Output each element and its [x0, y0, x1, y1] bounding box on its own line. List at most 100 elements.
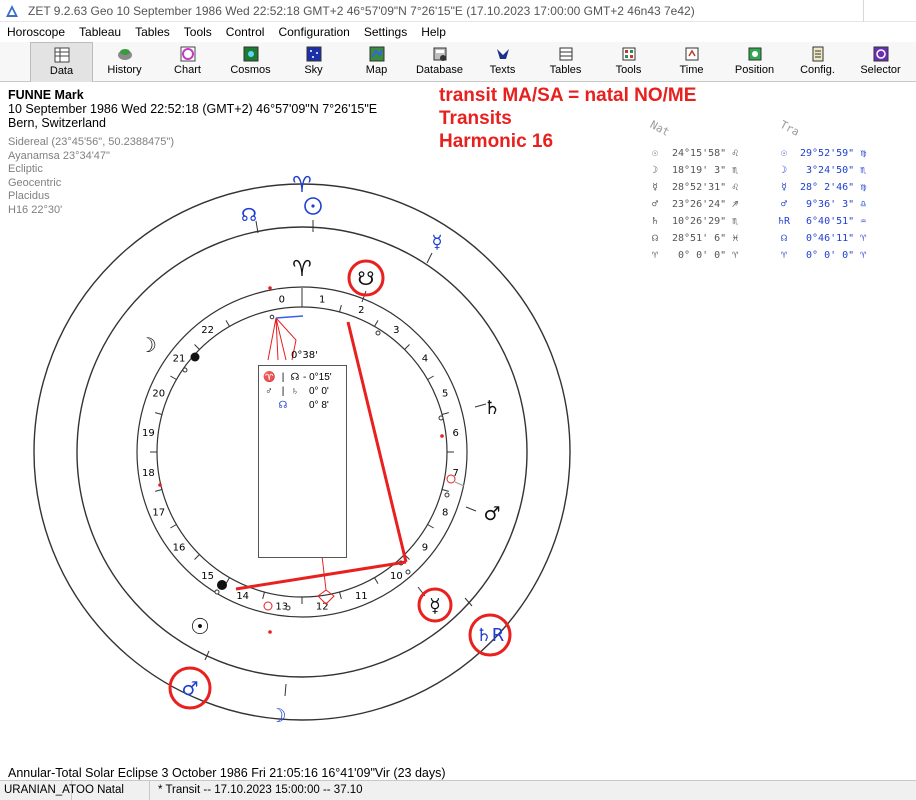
toolbar-data-button[interactable]: Data: [30, 42, 93, 82]
house-tick: [404, 344, 410, 350]
toolbar-cosmos-button[interactable]: Cosmos: [219, 42, 282, 82]
data-icon: [54, 47, 69, 63]
status-transit[interactable]: * Transit -- 17.10.2023 15:00:00 -- 37.1…: [158, 783, 363, 796]
toolbar-tools-button[interactable]: Tools: [597, 42, 660, 82]
zodiac-setting: Sidereal (23°45'56", 50.2388475"): [8, 136, 174, 148]
transit-tick: [255, 220, 259, 234]
transit-moon-icon: ☽: [780, 165, 788, 176]
natal-aries-point-icon: ♈: [651, 250, 659, 261]
toolbar-sky-button[interactable]: Sky: [282, 42, 345, 82]
midpoint-transit-node-icon: ☊: [278, 400, 288, 411]
transit-marker: [263, 601, 273, 611]
status-natal[interactable]: OO Natal: [72, 780, 150, 800]
menu-tables[interactable]: Tables: [135, 25, 170, 39]
midpoint-row: ☊ 0° 8': [259, 400, 348, 413]
natal-position: 0° 0' 0" ♈: [672, 250, 739, 261]
toolbar-tables-button[interactable]: Tables: [534, 42, 597, 82]
toolbar-texts-button[interactable]: Texts: [471, 42, 534, 82]
blue-marker-line: [275, 315, 304, 319]
transit-moon-icon: ☽: [269, 705, 286, 727]
table-row: ☊ 28°51' 6" ♓ ☊ 0°46'11" ♈: [644, 233, 884, 250]
toolbar-tools-label: Tools: [615, 64, 642, 76]
toolbar-database-button[interactable]: Database: [408, 42, 471, 82]
natal-position: 28°51' 6" ♓: [672, 233, 739, 244]
house-number: 9: [422, 542, 428, 553]
transit-position: 28° 2'46" ♍: [800, 182, 867, 193]
menu-horoscope[interactable]: Horoscope: [7, 25, 66, 39]
midpoint-mars-icon: ♂: [265, 386, 273, 397]
person-name: FUNNE Mark: [8, 88, 84, 102]
midpoint-value: 0° 8': [309, 400, 329, 411]
natal-body-marker: [182, 367, 188, 373]
toolbar: Data History Chart Cosmos Sky Map Databa…: [0, 42, 916, 82]
house-number: 8: [442, 507, 448, 518]
natal-aries-icon: ♈: [292, 257, 312, 282]
annotation-heading-transits: Transits: [439, 108, 512, 129]
toolbar-time-button[interactable]: Time: [660, 42, 723, 82]
house-tick: [374, 577, 379, 584]
toolbar-history-button[interactable]: History: [93, 42, 156, 82]
house-number: 14: [236, 591, 249, 602]
toolbar-map-button[interactable]: Map: [345, 42, 408, 82]
toolbar-config-button[interactable]: Config.: [786, 42, 849, 82]
house-number: 21: [173, 354, 186, 365]
menu-tools[interactable]: Tools: [183, 25, 212, 39]
midpoint-orb-label: 0°38': [291, 350, 318, 361]
midpoint-value: 0° 0': [309, 386, 329, 397]
toolbar-selector-button[interactable]: Selector: [849, 42, 912, 82]
transit-ring: [76, 226, 528, 678]
natal-node-icon: ☊: [651, 233, 659, 244]
transit-position: 0° 0' 0" ♈: [800, 250, 867, 261]
transit-mars-icon: ♂: [483, 503, 500, 525]
midpoint-value: - 0°15': [303, 372, 332, 383]
natal-mercury-icon: ☿: [651, 182, 659, 193]
natal-column-header: Nat: [647, 118, 672, 139]
chart-settings: Sidereal (23°45'56", 50.2388475") Ayanam…: [8, 136, 174, 217]
toolbar-chart-button[interactable]: Chart: [156, 42, 219, 82]
midpoint-box: ♈ | ☊ - 0°15' ♂ | ♄ 0° 0' ☊ 0° 8': [258, 365, 347, 558]
house-tick: [427, 524, 434, 529]
house-ring-outer: [136, 286, 468, 618]
annotation-headings: transit MA/SA = natal NO/ME Transits Har…: [439, 84, 696, 153]
menu-configuration[interactable]: Configuration: [278, 25, 350, 39]
natal-moon-icon: ☽: [139, 333, 157, 357]
house-system-setting: Placidus: [8, 190, 50, 202]
natal-body-marker: [405, 569, 411, 575]
house-tick: [339, 591, 342, 599]
natal-saturn-icon: ♄: [651, 216, 659, 227]
pointer-line: [454, 481, 465, 487]
transit-mars-highlight-icon: ♂: [181, 678, 198, 700]
midpoint-row: ♈ | ☊ - 0°15': [259, 372, 348, 385]
midpoint-separator: |: [281, 386, 285, 397]
house-tick: [155, 489, 163, 492]
house-number: 3: [393, 325, 399, 336]
transit-saturn-icon: ♄: [483, 397, 500, 419]
house-tick: [441, 412, 449, 415]
transit-position: 0°46'11" ♈: [800, 233, 867, 244]
toolbar-chart-label: Chart: [174, 64, 201, 76]
database-icon: [433, 47, 446, 61]
toolbar-texts-label: Texts: [489, 64, 516, 76]
house-number: 11: [355, 591, 368, 602]
menu-tableau[interactable]: Tableau: [79, 25, 122, 39]
center-setting: Geocentric: [8, 176, 62, 189]
house-number: 1: [319, 294, 325, 305]
toolbar-position-button[interactable]: Position: [723, 42, 786, 82]
house-tick: [339, 305, 342, 313]
house-number: 5: [442, 389, 448, 400]
menu-settings[interactable]: Settings: [363, 25, 408, 39]
menu-help[interactable]: Help: [421, 25, 446, 39]
menu-control[interactable]: Control: [225, 25, 265, 39]
toolbar-cosmos-label: Cosmos: [230, 64, 271, 76]
house-number: 15: [201, 571, 214, 582]
toolbar-data-label: Data: [49, 65, 74, 77]
annotation-heading-midpoint: transit MA/SA = natal NO/ME: [439, 85, 697, 106]
toolbar-sky-label: Sky: [304, 64, 323, 76]
house-tick: [374, 320, 379, 327]
aspect-arrows: [267, 317, 297, 361]
natal-body-marker: [285, 605, 291, 611]
status-house-system[interactable]: URANIAN_AT: [0, 780, 76, 800]
transit-tick: [204, 650, 210, 661]
transit-tick: [465, 506, 477, 512]
